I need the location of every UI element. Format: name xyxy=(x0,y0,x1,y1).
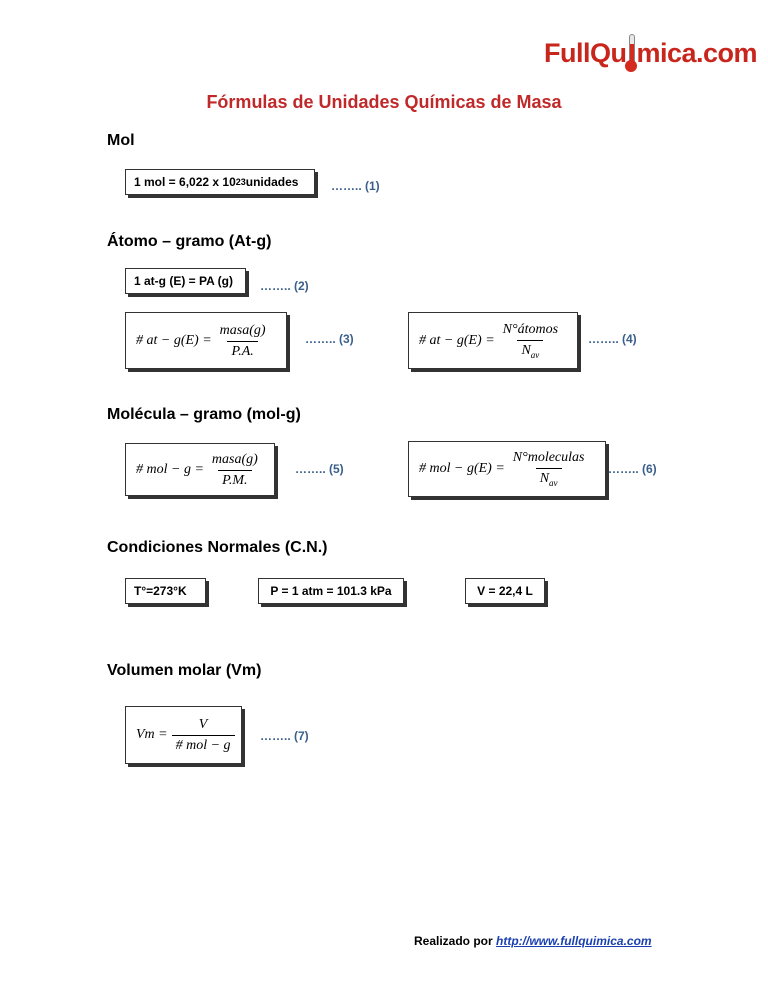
formula-6-fraction: N°moleculas Nav xyxy=(509,450,589,488)
logo-text-right: mica.com xyxy=(636,38,758,68)
equation-ref-7: …….. (7) xyxy=(260,729,309,743)
formula-7-lhs: Vm = xyxy=(136,727,168,742)
footer-link[interactable]: http://www.fullquimica.com xyxy=(496,934,652,948)
formula-4-den-sub: av xyxy=(530,349,540,360)
formula-6-den-main: N xyxy=(539,471,550,487)
formula-5-numerator: masa(g) xyxy=(211,451,258,467)
formula-4-denominator: Nav xyxy=(517,340,544,360)
formula-3: # at − g(E) = masa(g) P.A. xyxy=(136,318,270,364)
formula-7-denominator: # mol − g xyxy=(171,734,235,754)
section-heading-atomo-gramo: Átomo – gramo (At-g) xyxy=(107,233,272,250)
formula-3-numerator: masa(g) xyxy=(219,322,266,338)
formula-4-lhs: # at − g(E) = xyxy=(419,333,495,348)
formula-box-3: # at − g(E) = masa(g) P.A. xyxy=(125,312,287,369)
cn-temperature: T°=273°K xyxy=(134,584,187,598)
formula-3-denominator: P.A. xyxy=(227,340,258,360)
footer-label: Realizado por xyxy=(414,934,497,948)
formula-5-lhs: # mol − g = xyxy=(136,462,204,477)
formula-6-denominator: Nav xyxy=(535,468,562,488)
logo-text-left: FullQu xyxy=(544,38,627,68)
cn-pressure-box: P = 1 atm = 101.3 kPa xyxy=(258,578,404,604)
formula-2-text: 1 at-g (E) = PA (g) xyxy=(134,274,233,288)
formula-6: # mol − g(E) = N°moleculas Nav xyxy=(419,445,588,493)
fullquimica-logo: FullQu mica.com xyxy=(544,34,758,74)
section-heading-volumen-molar: Volumen molar (Vm) xyxy=(107,662,262,679)
formula-1-tail: unidades xyxy=(245,175,299,189)
formula-7: Vm = V # mol − g xyxy=(136,712,235,758)
section-heading-mol: Mol xyxy=(107,132,135,149)
formula-5-denominator: P.M. xyxy=(218,469,252,489)
formula-box-4: # at − g(E) = N°átomos Nav xyxy=(408,312,578,369)
formula-7-fraction: V # mol − g xyxy=(171,716,235,754)
equation-ref-5: …….. (5) xyxy=(295,462,344,476)
formula-4: # at − g(E) = N°átomos Nav xyxy=(419,317,562,365)
equation-ref-1: …….. (1) xyxy=(331,179,380,193)
formula-1-text: 1 mol = 6,022 x 10 xyxy=(134,175,236,189)
formula-1-exponent: 23 xyxy=(235,177,246,187)
formula-3-fraction: masa(g) P.A. xyxy=(216,323,270,360)
formula-3-lhs: # at − g(E) = xyxy=(136,333,212,348)
cn-temperature-box: T°=273°K xyxy=(125,578,206,604)
formula-6-lhs: # mol − g(E) = xyxy=(419,461,505,476)
formula-4-den-main: N xyxy=(521,343,531,359)
formula-5: # mol − g = masa(g) P.M. xyxy=(136,448,262,492)
document-title: Fórmulas de Unidades Químicas de Masa xyxy=(206,92,562,112)
formula-box-7: Vm = V # mol − g xyxy=(125,706,242,764)
section-heading-molecula-gramo: Molécula – gramo (mol-g) xyxy=(107,406,301,423)
formula-box-6: # mol − g(E) = N°moleculas Nav xyxy=(408,441,606,497)
equation-ref-2: …….. (2) xyxy=(260,279,309,293)
formula-4-numerator: N°átomos xyxy=(502,322,559,338)
equation-ref-6: …….. (6) xyxy=(608,462,657,476)
equation-ref-3: …….. (3) xyxy=(305,332,354,346)
formula-box-5: # mol − g = masa(g) P.M. xyxy=(125,443,275,496)
formula-5-fraction: masa(g) P.M. xyxy=(208,452,262,489)
formula-box-2: 1 at-g (E) = PA (g) xyxy=(125,268,246,294)
section-heading-condiciones-normales: Condiciones Normales (C.N.) xyxy=(107,539,328,556)
formula-7-numerator: V xyxy=(198,716,208,732)
equation-ref-4: …….. (4) xyxy=(588,332,637,346)
formula-6-numerator: N°moleculas xyxy=(512,450,585,466)
formula-6-den-sub: av xyxy=(549,477,558,488)
formula-4-fraction: N°átomos Nav xyxy=(499,322,562,360)
footer-credit: Realizado por http://www.fullquimica.com xyxy=(414,934,652,948)
thermometer-icon xyxy=(625,34,638,74)
cn-volume: V = 22,4 L xyxy=(477,584,533,598)
cn-pressure: P = 1 atm = 101.3 kPa xyxy=(270,584,392,598)
cn-volume-box: V = 22,4 L xyxy=(465,578,545,604)
